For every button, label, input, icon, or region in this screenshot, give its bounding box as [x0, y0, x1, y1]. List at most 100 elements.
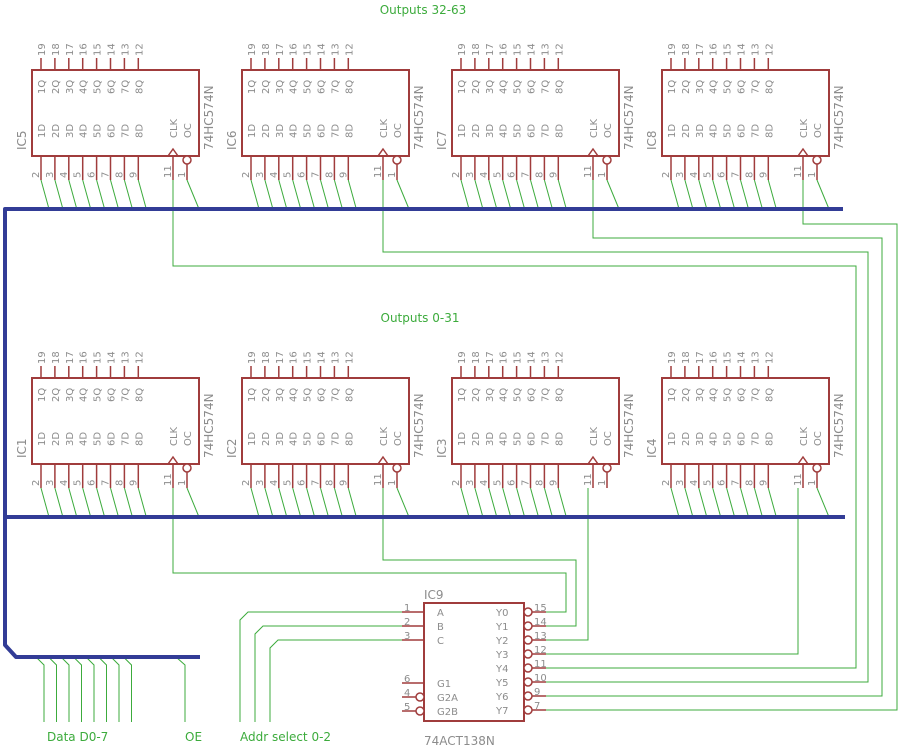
pin-number: 2 — [451, 172, 462, 178]
pin-number: 17 — [485, 43, 496, 56]
pin-number: 17 — [275, 43, 286, 56]
oc-bubble — [182, 155, 192, 165]
q-label: 5Q — [723, 80, 734, 94]
pin-number: 18 — [261, 351, 272, 364]
bus-entry — [320, 487, 329, 518]
chip-name: IC7 — [435, 130, 449, 150]
oc-label: OC — [813, 123, 824, 138]
neg-bubble — [523, 677, 533, 687]
bus-entry — [543, 487, 553, 518]
d-label: 2D — [471, 432, 482, 446]
bus-entry — [333, 179, 343, 210]
q-label: 6Q — [527, 388, 538, 402]
data-line — [123, 656, 132, 722]
chip-part: 74HC574N — [202, 393, 216, 458]
bus-entry — [753, 179, 763, 210]
pin-number: 5 — [73, 172, 84, 178]
d-label: 2D — [681, 432, 692, 446]
chip-part: 74HC574N — [832, 393, 846, 458]
outputs-0-31-label: Outputs 0-31 — [381, 311, 460, 325]
pin-number: 6 — [87, 480, 98, 486]
bus-entry — [502, 487, 512, 518]
d-label: 1D — [667, 432, 678, 446]
data-line — [85, 656, 95, 722]
clk-label: CLK — [169, 426, 180, 446]
bus-entry — [488, 487, 498, 518]
q-label: 2Q — [261, 80, 272, 94]
pin-number: 15 — [93, 351, 104, 364]
q-label: 3Q — [65, 80, 76, 94]
data-bus-main — [3, 207, 843, 659]
oe-entry — [816, 487, 830, 518]
q-label: 2Q — [261, 388, 272, 402]
chip-body — [451, 377, 620, 465]
bus-entry — [557, 487, 567, 518]
pin-number: 1 — [597, 172, 608, 178]
oe-entry — [396, 179, 410, 210]
decoder-name: IC9 — [424, 588, 444, 602]
d-label: 6D — [527, 432, 538, 446]
pin-number: 5 — [703, 172, 714, 178]
input-label: G1 — [437, 679, 451, 690]
addr-line — [239, 611, 402, 722]
bus-entry — [474, 487, 484, 518]
q-label: 3Q — [65, 388, 76, 402]
pin-number: 2 — [241, 172, 252, 178]
q-label: 8Q — [344, 388, 355, 402]
bus-entry — [347, 487, 357, 518]
q-label: 5Q — [93, 388, 104, 402]
pin-number: 3 — [465, 172, 476, 178]
bus-entry — [278, 179, 288, 210]
pin-number: 8 — [744, 172, 755, 178]
q-label: 1Q — [667, 80, 678, 94]
chip-body — [241, 377, 410, 465]
q-label: 7Q — [120, 388, 131, 402]
d-label: 6D — [107, 124, 118, 138]
pin-number: 1 — [807, 480, 818, 486]
outputs-32-63-label: Outputs 32-63 — [380, 3, 467, 17]
q-label: 8Q — [554, 388, 565, 402]
d-label: 5D — [513, 124, 524, 138]
bus-entry — [530, 487, 539, 518]
pin-number: 5 — [404, 702, 410, 713]
pin-number: 15 — [513, 43, 524, 56]
data-line — [48, 656, 57, 722]
bus-entry — [698, 179, 708, 210]
oc-bubble — [182, 463, 192, 473]
pin-number: 12 — [344, 43, 355, 56]
d-label: 5D — [723, 124, 734, 138]
neg-bubble — [523, 663, 533, 673]
pin-number: 2 — [404, 617, 410, 628]
decoder-body — [423, 602, 525, 722]
pin-number: 9 — [548, 480, 559, 486]
oc-label: OC — [603, 123, 614, 138]
chip-part: 74HC574N — [412, 85, 426, 150]
pin-number: 14 — [527, 351, 538, 364]
d-label: 7D — [540, 432, 551, 446]
bus-entry — [54, 487, 64, 518]
chip-body — [31, 377, 200, 465]
pin-number: 12 — [534, 645, 547, 656]
q-label: 4Q — [499, 388, 510, 402]
pin-number: 12 — [764, 351, 775, 364]
pin-number: 14 — [737, 351, 748, 364]
pin-number: 19 — [247, 43, 258, 56]
d-label: 6D — [317, 432, 328, 446]
d-label: 4D — [499, 432, 510, 446]
pin-number: 8 — [114, 172, 125, 178]
pin-number: 13 — [540, 351, 551, 364]
pin-number: 9 — [338, 480, 349, 486]
q-label: 3Q — [485, 388, 496, 402]
clock-route — [546, 180, 883, 697]
data-line — [110, 656, 120, 722]
q-label: 2Q — [51, 80, 62, 94]
pin-number: 12 — [554, 351, 565, 364]
pin-number: 1 — [597, 480, 608, 486]
d-label: 8D — [554, 124, 565, 138]
d-label: 7D — [750, 432, 761, 446]
pin-number: 19 — [37, 351, 48, 364]
